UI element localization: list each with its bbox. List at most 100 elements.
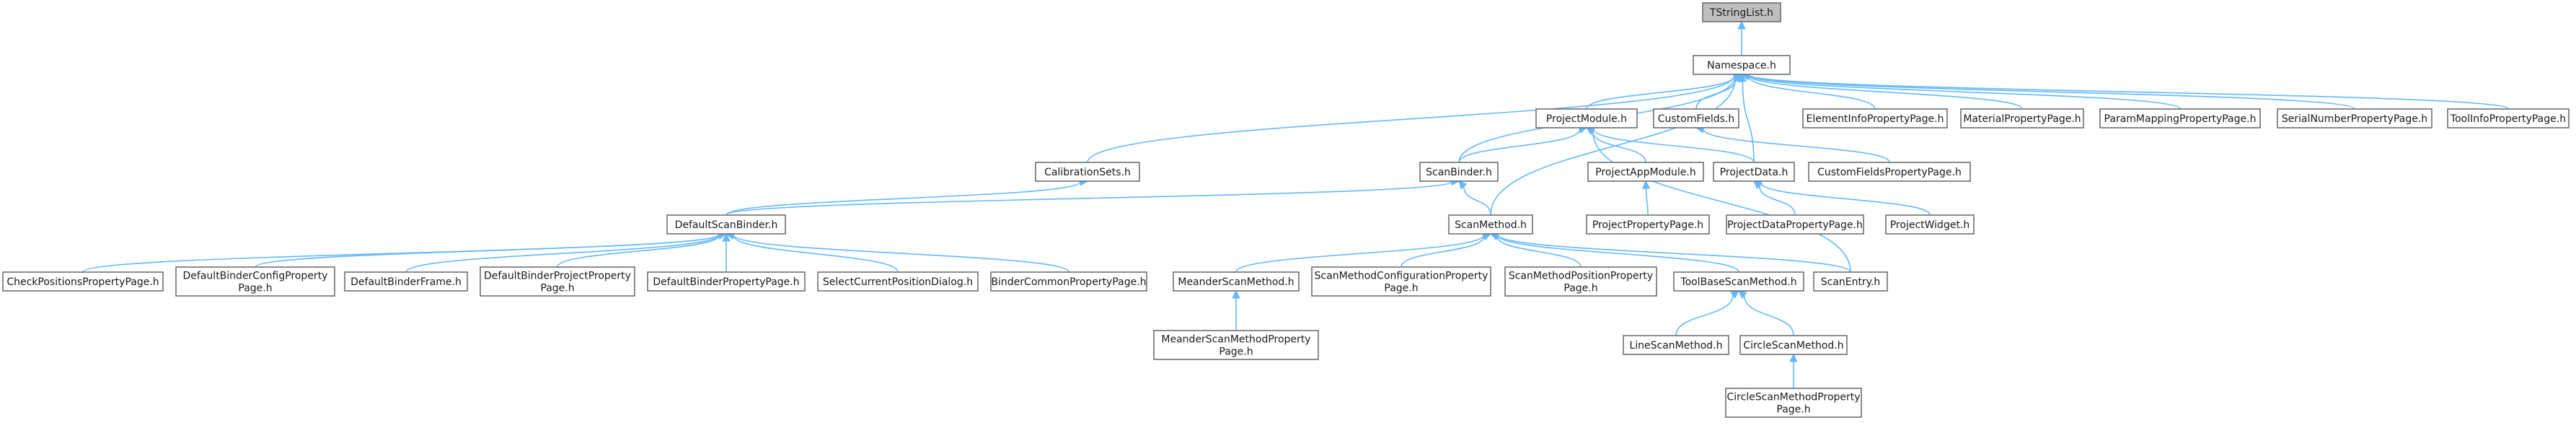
- arrowhead: [1641, 180, 1651, 189]
- node-label: ParamMappingPropertyPage.h: [2104, 113, 2257, 125]
- edge-toolbasescan-linescan: [1675, 290, 1739, 336]
- node-defbinderframe[interactable]: DefaultBinderFrame.h: [344, 271, 468, 292]
- node-scanentry[interactable]: ScanEntry.h: [1813, 271, 1888, 292]
- node-box: [480, 266, 635, 297]
- node-box: [1960, 108, 2084, 128]
- node-materialprop[interactable]: MaterialPropertyPage.h: [1960, 108, 2084, 128]
- node-box: [2099, 108, 2261, 128]
- node-box: [1535, 108, 1638, 128]
- node-scanmethod[interactable]: ScanMethod.h: [1448, 214, 1533, 235]
- node-checkpositions[interactable]: CheckPositionsPropertyPage.h: [2, 271, 164, 292]
- node-projectdataprop[interactable]: ProjectDataPropertyPage.h: [1726, 214, 1864, 235]
- node-label: ProjectData.h: [1720, 167, 1788, 178]
- node-customfieldsprop[interactable]: CustomFieldsPropertyPage.h: [1808, 162, 1971, 182]
- node-calibrationsets[interactable]: CalibrationSets.h: [1035, 162, 1140, 182]
- edge-line: [732, 235, 899, 273]
- node-circlescan[interactable]: CircleScanMethod.h: [1739, 335, 1848, 355]
- node-box: [1035, 162, 1140, 182]
- edge-line: [1497, 234, 1851, 273]
- node-scanbinder[interactable]: ScanBinder.h: [1419, 162, 1499, 182]
- node-label: MeanderScanMethod.h: [1178, 276, 1294, 288]
- node-projectappmodule[interactable]: ProjectAppModule.h: [1587, 162, 1704, 182]
- node-customfields[interactable]: CustomFields.h: [1653, 108, 1739, 128]
- edge-scanbinder-scanmethod: [1458, 180, 1491, 216]
- node-defaultscanbinder[interactable]: DefaultScanBinder.h: [666, 214, 786, 235]
- node-box: [1702, 2, 1781, 22]
- edge-line: [1703, 128, 1890, 163]
- node-box: [1653, 108, 1739, 128]
- node-box: [817, 271, 979, 292]
- node-box: [1739, 335, 1848, 355]
- node-label: DefaultBinderPropertyPage.h: [653, 276, 799, 288]
- node-label: Namespace.h: [1707, 60, 1776, 71]
- edge-toolbasescan-circlescan: [1738, 290, 1794, 336]
- node-label: Page.h: [540, 283, 574, 294]
- edge-projectappmodule-projectprop: [1641, 180, 1651, 216]
- node-toolbasescan[interactable]: ToolBaseScanMethod.h: [1673, 271, 1804, 292]
- edge-line: [1235, 235, 1484, 273]
- edge-customfields-customfieldsprop: [1695, 125, 1890, 163]
- node-label: DefaultScanBinder.h: [675, 219, 778, 231]
- edge-line: [1592, 128, 1755, 163]
- node-label: LineScanMethod.h: [1629, 340, 1722, 351]
- node-serialnumber[interactable]: SerialNumberPropertyPage.h: [2277, 108, 2432, 128]
- node-box: [1802, 108, 1948, 128]
- node-box: [1673, 271, 1804, 292]
- node-label: Page.h: [1776, 404, 1810, 416]
- node-selectcurrent[interactable]: SelectCurrentPositionDialog.h: [817, 271, 979, 292]
- node-label: CircleScanMethod.h: [1743, 340, 1843, 351]
- edge-circlescan-circlescanprop: [1789, 353, 1798, 388]
- node-box: [1726, 214, 1864, 235]
- edge-line: [1748, 74, 2181, 110]
- node-meanderscan[interactable]: MeanderScanMethod.h: [1173, 271, 1300, 292]
- node-label: DefaultBinderFrame.h: [350, 276, 462, 288]
- node-elementinfo[interactable]: ElementInfoPropertyPage.h: [1802, 108, 1948, 128]
- edge-line: [1748, 74, 2509, 110]
- node-label: BinderCommonPropertyPage.h: [991, 276, 1146, 288]
- edge-tstringlist-namespace: [1737, 20, 1746, 56]
- edge-scanmethod-meanderscan: [1235, 230, 1492, 273]
- edge-defaultscanbinder-defbinderprop: [722, 232, 731, 272]
- node-projectprop[interactable]: ProjectPropertyPage.h: [1586, 214, 1710, 235]
- node-box: [647, 271, 806, 292]
- node-defbinderprop[interactable]: DefaultBinderPropertyPage.h: [647, 271, 806, 292]
- edge-line: [1760, 182, 1931, 216]
- arrowhead: [1458, 180, 1468, 190]
- edge-line: [1748, 74, 2355, 110]
- node-projectwidget[interactable]: ProjectWidget.h: [1885, 214, 1975, 235]
- node-box: [1311, 266, 1491, 297]
- node-box: [1623, 335, 1729, 355]
- node-linescan[interactable]: LineScanMethod.h: [1623, 335, 1729, 355]
- node-namespace[interactable]: Namespace.h: [1693, 55, 1791, 75]
- node-label: ToolBaseScanMethod.h: [1680, 276, 1796, 288]
- node-bindercommon[interactable]: BinderCommonPropertyPage.h: [990, 271, 1147, 292]
- node-label: Page.h: [238, 283, 272, 294]
- node-label: ScanBinder.h: [1426, 167, 1492, 178]
- edge-line: [733, 234, 1069, 273]
- node-projectdata[interactable]: ProjectData.h: [1713, 162, 1795, 182]
- edge-line: [1592, 131, 1851, 273]
- node-projectmodule[interactable]: ProjectModule.h: [1535, 108, 1638, 128]
- node-box: [175, 266, 335, 297]
- node-label: CustomFieldsPropertyPage.h: [1817, 167, 1962, 178]
- node-toolinfo[interactable]: ToolInfoPropertyPage.h: [2447, 108, 2570, 128]
- node-box: [1693, 55, 1791, 75]
- node-label: ScanEntry.h: [1821, 276, 1881, 288]
- node-parammapping[interactable]: ParamMappingPropertyPage.h: [2099, 108, 2261, 128]
- node-label: ElementInfoPropertyPage.h: [1807, 113, 1944, 125]
- edge-namespace-calibrationsets: [1087, 71, 1743, 163]
- node-box: [1713, 162, 1795, 182]
- node-box: [1504, 266, 1657, 297]
- edge-namespace-projectdata: [1738, 73, 1755, 163]
- edge-line: [557, 235, 720, 268]
- edge-line: [1747, 76, 1876, 110]
- edge-line: [1490, 77, 1737, 216]
- edge-line: [725, 180, 1452, 216]
